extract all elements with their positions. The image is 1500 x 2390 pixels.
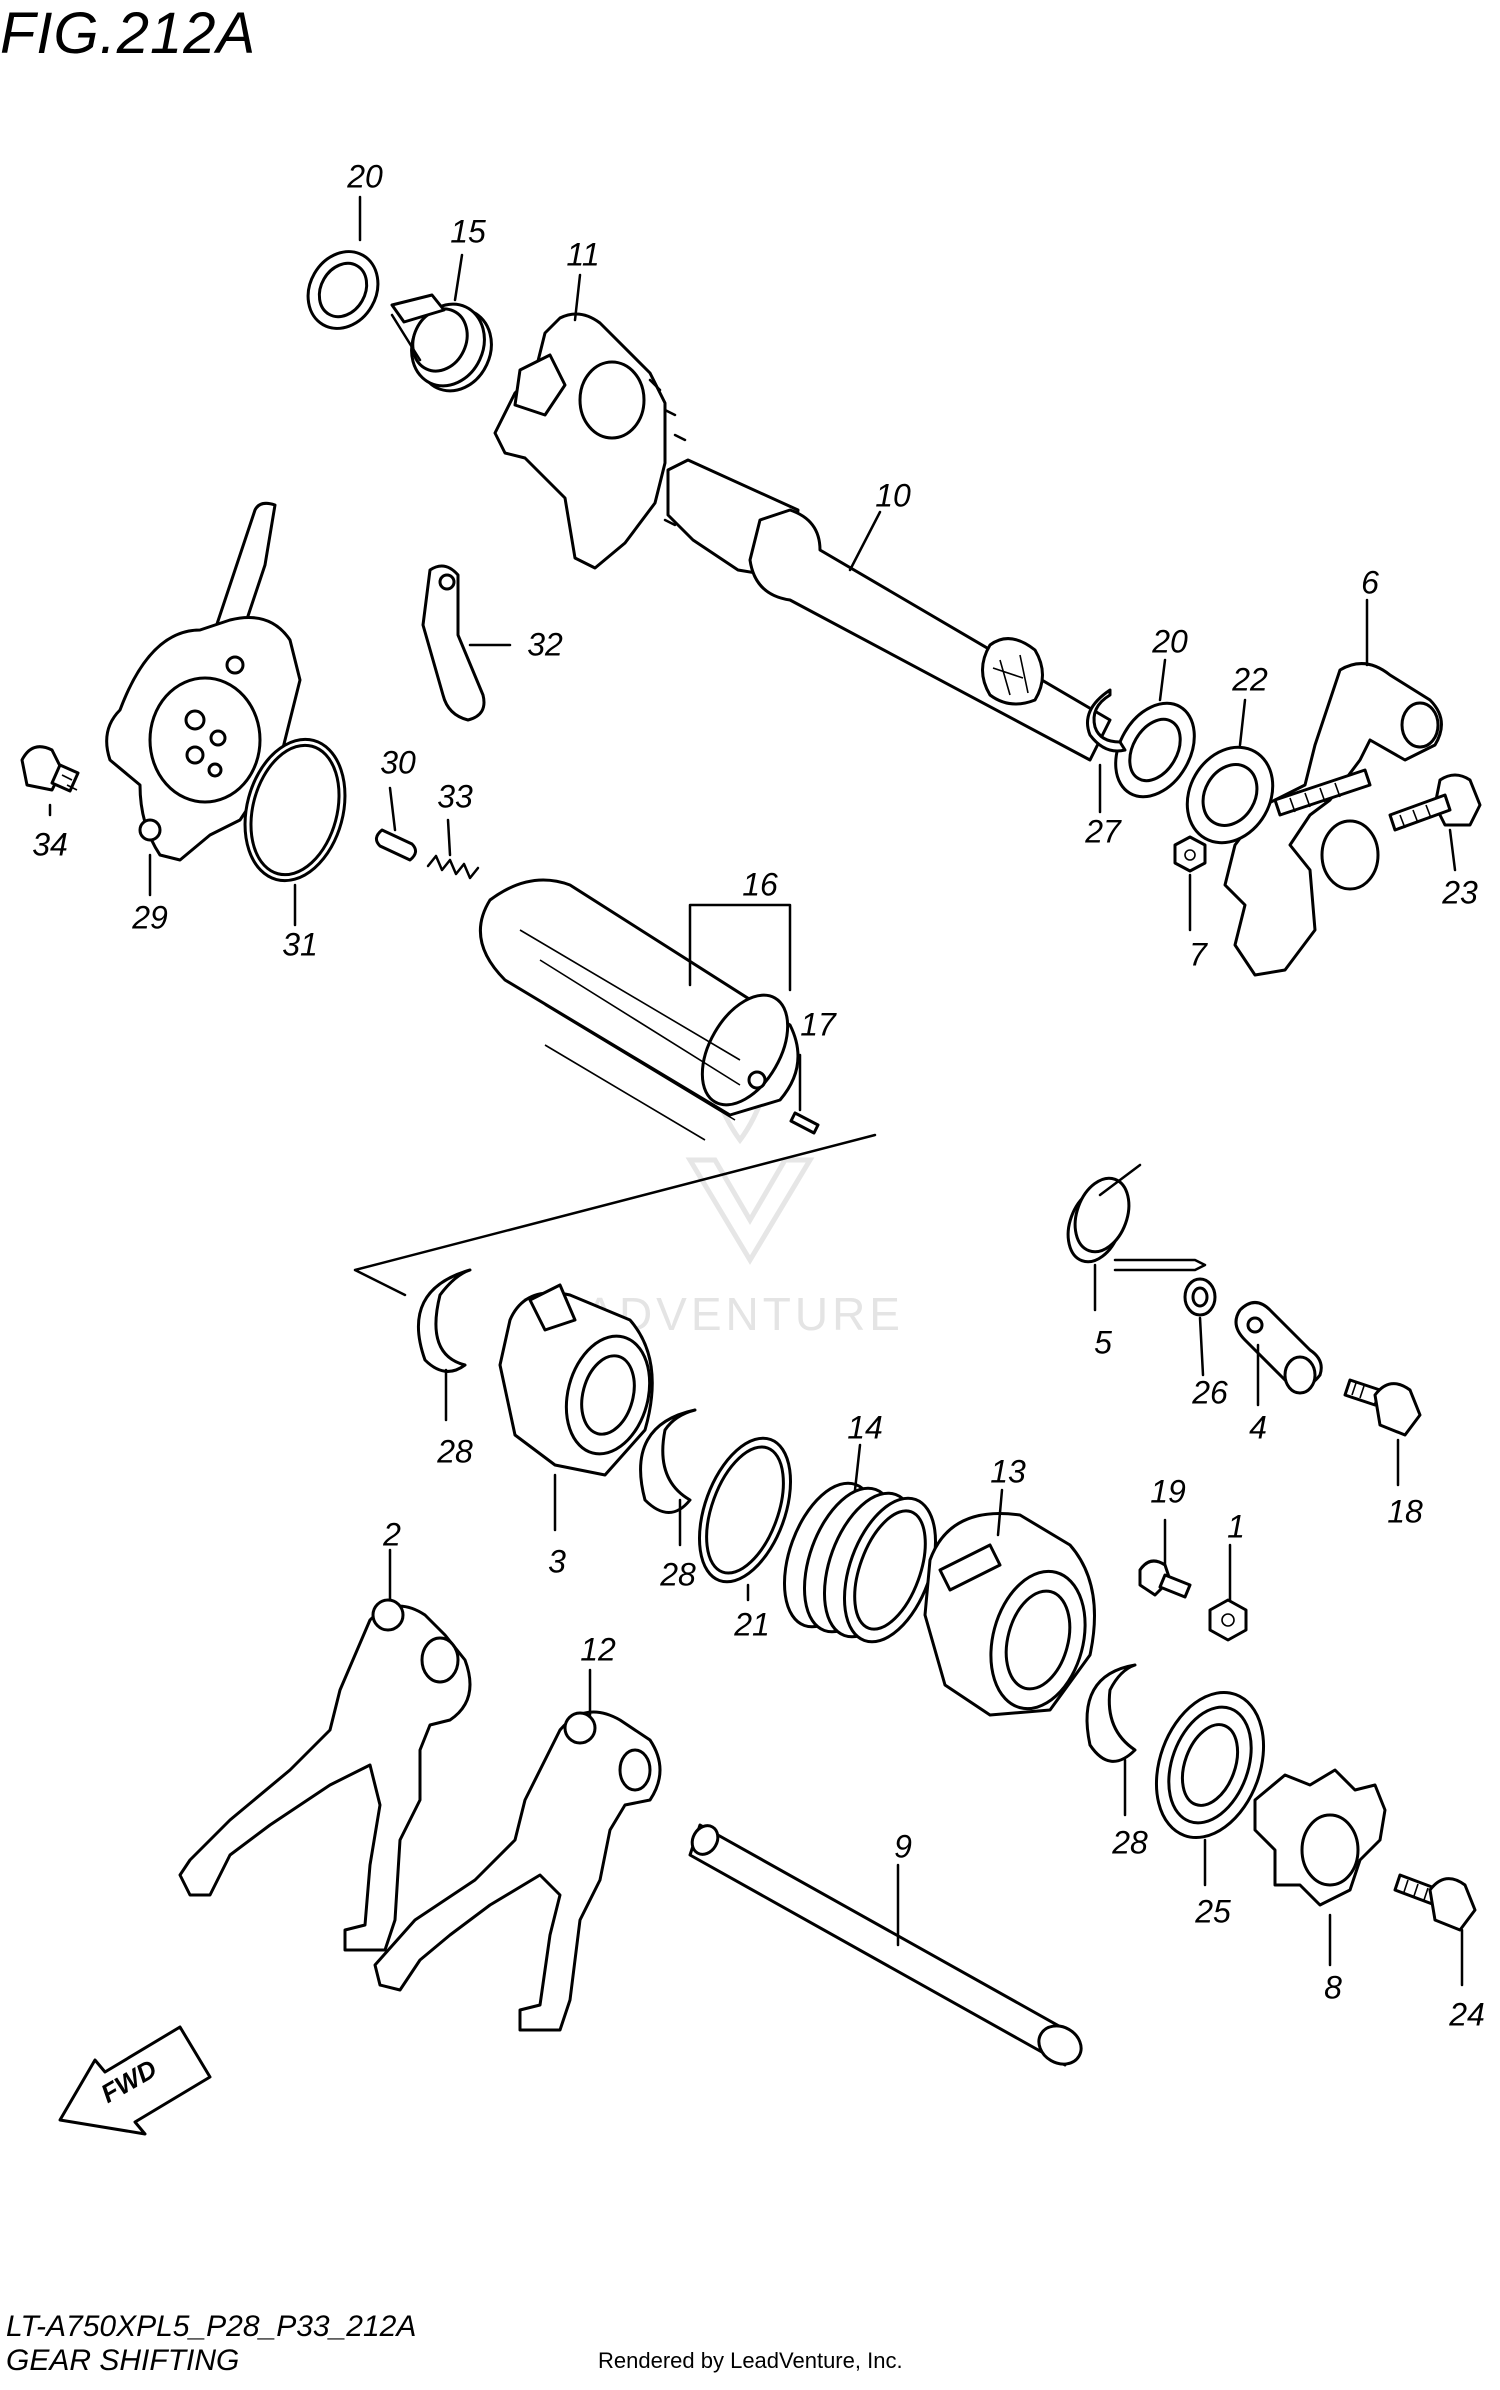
callout-31: 31 — [282, 926, 318, 963]
part-28-circlip-b — [639, 1408, 697, 1514]
part-22-oil-seal — [1185, 745, 1275, 845]
part-20-washer-top — [306, 250, 380, 330]
callout-23: 23 — [1442, 874, 1478, 911]
part-7-nut — [1173, 835, 1207, 873]
callout-28-b: 28 — [660, 1556, 696, 1593]
callout-24: 24 — [1449, 1996, 1485, 2033]
part-17-pin — [789, 1111, 820, 1135]
rendered-by: Rendered by LeadVenture, Inc. — [598, 2348, 903, 2373]
callout-3: 3 — [548, 1543, 566, 1580]
part-11-gearshift-arm — [493, 312, 692, 570]
part-30-pin — [375, 828, 417, 862]
part-15-spring — [390, 293, 493, 393]
callout-18: 18 — [1387, 1493, 1423, 1530]
section-break-line — [353, 1133, 877, 1297]
callout-25: 25 — [1195, 1893, 1231, 1930]
callout-34: 34 — [32, 826, 68, 863]
callout-11: 11 — [566, 236, 600, 273]
part-23-bolt — [1388, 773, 1482, 832]
part-28-circlip-c — [1085, 1663, 1137, 1763]
callout-2: 2 — [383, 1516, 401, 1553]
callout-28-c: 28 — [1112, 1824, 1148, 1861]
callout-1: 1 — [1227, 1508, 1245, 1545]
callout-17: 17 — [800, 1006, 836, 1043]
part-21-washer — [697, 1436, 793, 1584]
callout-28-a: 28 — [437, 1433, 473, 1470]
part-2-shift-fork — [178, 1598, 472, 1952]
leader-lines — [48, 195, 1464, 1987]
part-12-shift-fork — [373, 1710, 662, 2032]
callout-19: 19 — [1150, 1473, 1186, 1510]
callout-12: 12 — [580, 1631, 616, 1668]
part-16-gearshift-cam — [478, 878, 800, 1141]
callout-8: 8 — [1324, 1969, 1342, 2006]
callout-22: 22 — [1232, 661, 1268, 698]
callout-29: 29 — [132, 899, 168, 936]
part-31-o-ring — [243, 737, 347, 883]
callout-20-b: 20 — [1152, 623, 1188, 660]
callout-9: 9 — [894, 1828, 912, 1865]
part-14-spring — [782, 1481, 938, 1644]
part-34-bolt — [20, 745, 80, 793]
callout-16: 16 — [742, 866, 778, 903]
part-28-circlip-a — [416, 1268, 472, 1373]
callout-27: 27 — [1085, 813, 1121, 850]
callout-32: 32 — [527, 626, 563, 663]
part-18-bolt — [1343, 1378, 1422, 1437]
part-27-circlip — [1086, 688, 1127, 753]
callout-13: 13 — [990, 1453, 1026, 1490]
bracket-16-17 — [688, 903, 792, 992]
callout-7: 7 — [1189, 936, 1207, 973]
part-25-bearing — [1154, 1690, 1266, 1840]
part-8-gearshift-cam-stopper — [1253, 1768, 1387, 1907]
callout-26: 26 — [1192, 1374, 1228, 1411]
part-24-bolt — [1393, 1873, 1477, 1932]
callout-5: 5 — [1094, 1324, 1112, 1361]
section-name: GEAR SHIFTING — [6, 2344, 240, 2377]
fwd-arrow-icon — [58, 2025, 212, 2136]
callout-20: 20 — [347, 158, 383, 195]
part-32-retainer — [421, 564, 486, 722]
part-6-shift-lever — [1223, 662, 1443, 977]
part-20-washer-mid — [1114, 701, 1196, 799]
part-1-nut — [1208, 1598, 1248, 1642]
part-4-stopper-arm — [1234, 1301, 1323, 1395]
part-13-cam-driven-gear — [923, 1512, 1096, 1717]
callout-10: 10 — [875, 477, 911, 514]
callout-33: 33 — [437, 778, 473, 815]
part-3-gearshift-cam-guide — [498, 1283, 654, 1477]
part-10-gearshift-shaft — [666, 458, 1112, 762]
part-5-spring — [1066, 1163, 1207, 1272]
figure-title: FIG.212A — [0, 1, 257, 66]
part-33-spring — [426, 854, 480, 880]
callout-6: 6 — [1361, 564, 1379, 601]
part-19-screw — [1138, 1559, 1192, 1599]
callout-4: 4 — [1249, 1409, 1267, 1446]
model-code: LT-A750XPL5_P28_P33_212A — [6, 2310, 417, 2343]
part-26-washer — [1183, 1277, 1217, 1317]
callout-14: 14 — [847, 1409, 883, 1446]
callout-21: 21 — [734, 1606, 770, 1643]
part-9-fork-shaft — [688, 1823, 1083, 2067]
callout-30: 30 — [380, 744, 416, 781]
callout-15: 15 — [450, 213, 486, 250]
